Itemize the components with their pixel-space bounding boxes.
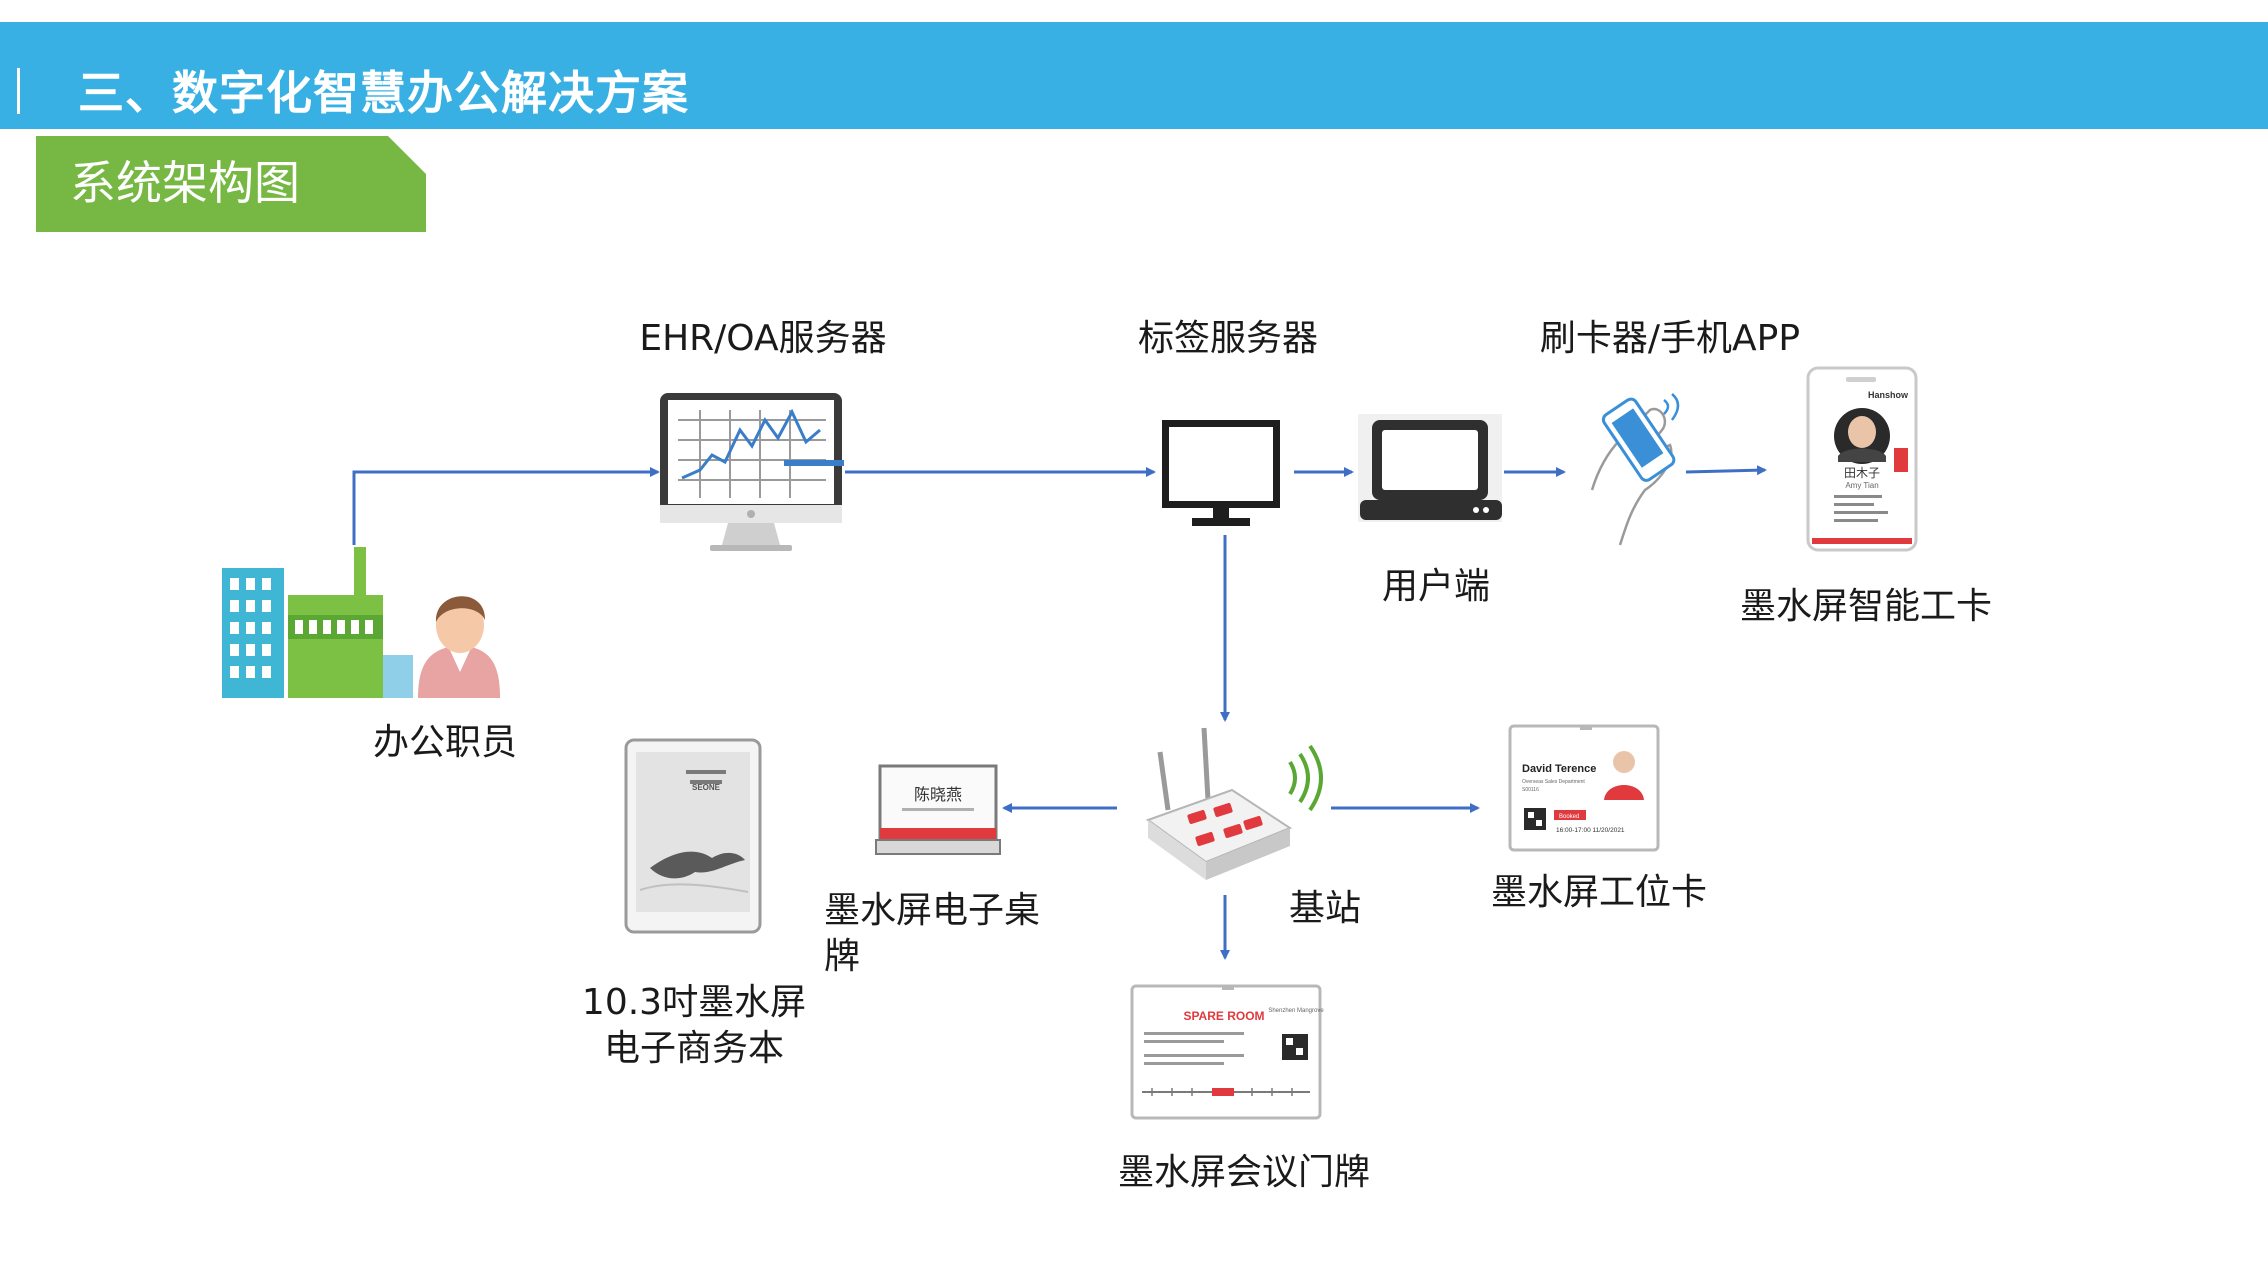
header-divider [17, 68, 20, 114]
workstation-id: S00116 [1522, 787, 1539, 793]
connectors [352, 465, 1767, 960]
meeting-room-title: SPARE ROOM [1183, 1009, 1264, 1023]
section-tag-label: 系统架构图 [70, 156, 300, 210]
laptop-icon [1358, 414, 1502, 522]
tag-server-icon [1162, 420, 1280, 526]
label-base-station: 基站 [1288, 888, 1362, 929]
desk-sign-icon [875, 764, 1001, 855]
badge-name: 田木子 [1844, 466, 1880, 480]
label-meeting-sign: 墨水屏会议门牌 [1117, 1152, 1371, 1193]
office-staff-icon [418, 596, 500, 698]
label-desk-sign-line2: 牌 [824, 936, 861, 977]
desk-sign-name: 陈晓燕 [914, 786, 962, 804]
label-card-reader: 刷卡器/手机APP [1539, 318, 1801, 359]
workstation-time: 16:00-17:00 11/20/2021 [1556, 827, 1625, 834]
section-tag: 系统架构图 [36, 136, 426, 232]
label-desk-sign-line1: 墨水屏电子桌 [824, 890, 1041, 931]
label-ehr-server: EHR/OA服务器 [639, 318, 887, 359]
meeting-sign-icon [1130, 984, 1322, 1120]
label-desk-sign: 墨水屏电子桌 牌 [824, 888, 1040, 980]
arrow-staff-to-ehr [352, 467, 660, 545]
office-building-icon [222, 547, 413, 698]
ehr-server-icon [660, 393, 844, 551]
label-notebook: 10.3吋墨水屏 电子商务本 [582, 980, 806, 1072]
workstation-status: Booked [1559, 814, 1579, 820]
label-smart-badge: 墨水屏智能工卡 [1739, 586, 1993, 627]
label-notebook-line1: 10.3吋墨水屏 [581, 982, 807, 1023]
notebook-screen-title: SEONE [692, 783, 721, 792]
smart-badge-icon [1806, 366, 1918, 552]
workstation-dept: Overseas Sales Department [1522, 779, 1585, 785]
label-workstation-card: 墨水屏工位卡 [1490, 872, 1708, 913]
label-notebook-line2: 电子商务本 [603, 1028, 785, 1069]
label-office-staff: 办公职员 [372, 722, 518, 763]
phone-in-hand-icon [1590, 393, 1680, 546]
workstation-name: David Terence [1522, 763, 1596, 775]
base-station-icon [1145, 727, 1323, 880]
label-tag-server: 标签服务器 [1137, 318, 1319, 359]
page-title: 三、数字化智慧办公解决方案 [78, 66, 689, 120]
badge-brand: Hanshow [1868, 390, 1909, 400]
arrow-reader-to-badge [1685, 465, 1767, 476]
workstation-card-icon [1508, 724, 1660, 852]
header-bar: 三、数字化智慧办公解决方案 [0, 22, 2268, 129]
label-user-client: 用户端 [1381, 566, 1491, 607]
badge-pinyin: Amy Tian [1845, 481, 1878, 490]
e-notebook-icon [624, 738, 762, 934]
meeting-location: Shenzhen Mangrove [1268, 1008, 1324, 1014]
